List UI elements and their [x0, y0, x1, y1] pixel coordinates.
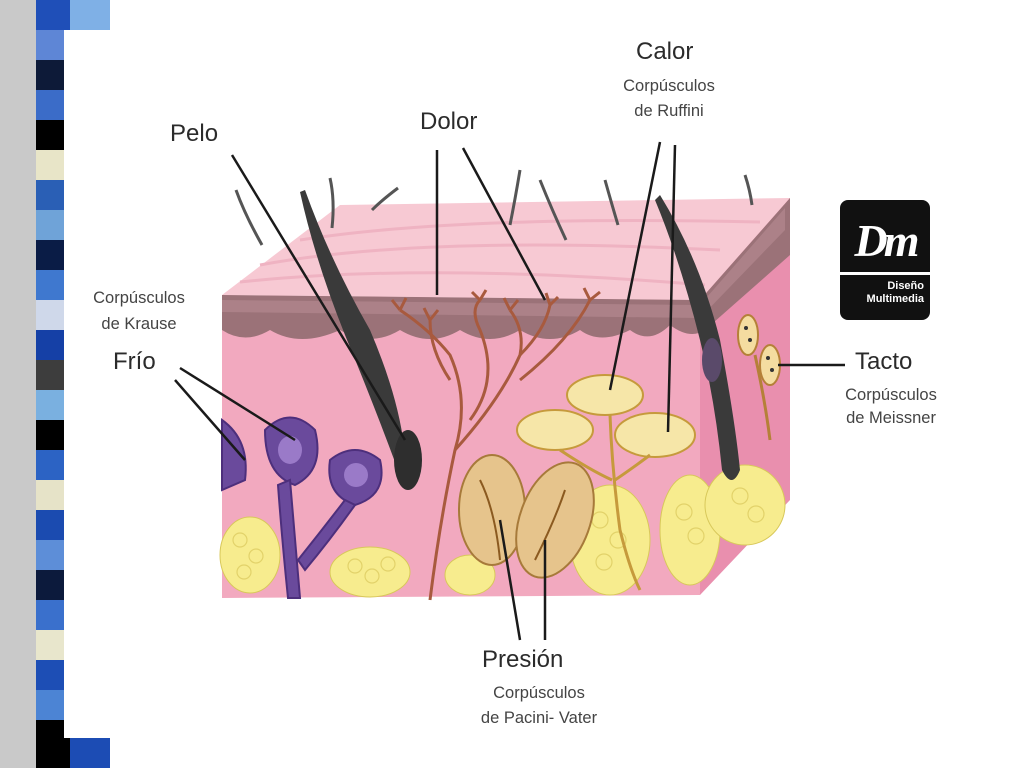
pacini-core [479, 479, 566, 561]
free-nerve-endings [390, 287, 601, 601]
meissner-dots [744, 326, 774, 372]
label-meissner-line1: Corpúsculos [845, 386, 937, 404]
label-meissner-line2: de Meissner [846, 409, 936, 427]
dermis-band-light [222, 208, 785, 318]
label-ruffini-line2: de Ruffini [634, 102, 704, 120]
ruffini-stalk [559, 414, 651, 591]
logo-mark: Dm [854, 215, 920, 266]
label-pacini-line2: de Pacini- Vater [480, 709, 598, 727]
label-dolor: Dolor [420, 108, 478, 135]
label-tacto: Tacto [855, 348, 913, 375]
hair-follicles [234, 169, 754, 490]
ruffini-corpuscles [516, 374, 696, 458]
label-pelo: Pelo [170, 120, 219, 147]
logo-line2: Multimedia [866, 293, 924, 305]
leader-lines [174, 141, 845, 641]
label-ruffini-line1: Corpúsculos [623, 77, 715, 95]
logo-bar [840, 272, 930, 275]
label-calor: Calor [636, 38, 694, 65]
krause-inner [278, 436, 368, 487]
meissner-nerve [753, 354, 772, 441]
logo-line1: Diseño [887, 280, 924, 292]
label-krause-line1: Corpúsculos [93, 289, 185, 307]
fat-cell-dots [232, 487, 765, 584]
label-krause-line2: de Krause [101, 315, 177, 333]
label-frio: Frío [113, 348, 156, 375]
dm-logo: Dm Diseño Multimedia [840, 200, 930, 320]
label-pacini-line1: Corpúsculos [493, 684, 585, 702]
label-presion: Presión [482, 646, 564, 673]
